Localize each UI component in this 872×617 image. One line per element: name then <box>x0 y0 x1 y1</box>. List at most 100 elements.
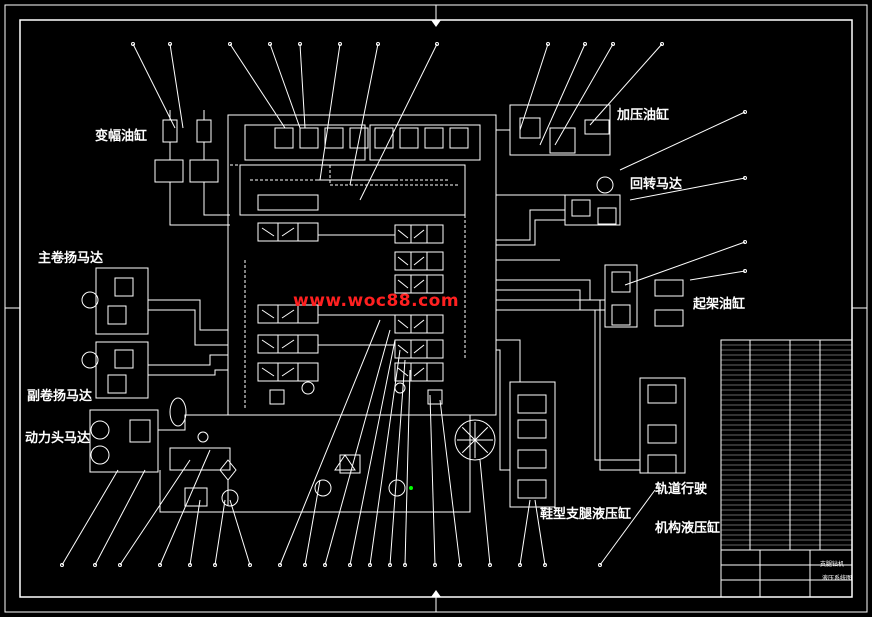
cylinder-body <box>654 309 684 327</box>
valve-arrow <box>413 344 425 354</box>
valve-arrow <box>261 227 275 237</box>
callout-dot <box>118 563 122 567</box>
brake-valve <box>114 277 134 297</box>
callout-dot <box>743 110 747 114</box>
watermark: www.woc88.com <box>293 291 460 311</box>
aux-winch-valve-group <box>95 341 149 399</box>
callout-leader <box>132 43 176 129</box>
callout-leader <box>229 499 251 566</box>
main-manifold <box>227 114 497 416</box>
callout-leader <box>369 349 401 566</box>
callout-leader <box>359 43 438 201</box>
pressure-gauge <box>197 431 209 443</box>
check-valve <box>269 389 285 405</box>
pipe-line <box>148 299 228 331</box>
valve-arrow <box>397 344 409 354</box>
rotary-spoke <box>474 439 489 454</box>
label-shoe-support-cylinder: 鞋型支腿液压缸 <box>540 507 632 522</box>
pressurizing-group <box>509 104 611 156</box>
label-crawler-travel-1: 轨道行驶 <box>655 482 708 497</box>
cylinder-valve <box>647 424 677 444</box>
callout-leader <box>169 43 184 129</box>
relief-group <box>369 124 481 161</box>
callout-dot <box>743 240 747 244</box>
cylinder <box>196 119 212 143</box>
pump-symbol <box>388 479 406 497</box>
aux-winch-motor-symbol <box>81 351 99 369</box>
valve-bank-frame <box>239 164 466 216</box>
main-winch-valve-group <box>95 267 149 335</box>
pressure-gauge <box>394 382 406 394</box>
pilot-line <box>230 164 460 186</box>
callout-dot <box>228 42 232 46</box>
cylinder-valve <box>517 449 547 469</box>
callout-leader <box>619 111 746 171</box>
power-head-motor-symbol <box>90 445 110 465</box>
directional-valve <box>394 314 444 334</box>
parts-list <box>720 339 853 598</box>
directional-valve <box>257 362 319 382</box>
relief-valve <box>449 127 469 149</box>
valve-arrow <box>397 256 409 266</box>
label-luffing-cylinder: 变幅油缸 <box>95 129 148 144</box>
valve-arrow <box>397 319 409 329</box>
callout-leader <box>189 499 201 566</box>
cylinder <box>584 119 610 135</box>
rotary-spoke <box>461 426 476 441</box>
pump-symbol <box>221 489 239 507</box>
directional-valve <box>257 304 319 324</box>
valve-arrow <box>281 227 295 237</box>
valve-arrow <box>413 256 425 266</box>
callout-dot <box>435 42 439 46</box>
pipe-line <box>203 182 230 216</box>
pipe-line <box>496 209 565 241</box>
callout-leader <box>389 359 406 566</box>
callout-dot <box>278 563 282 567</box>
relief-valve <box>274 127 294 149</box>
brake-valve <box>597 207 617 225</box>
pipe-line <box>496 349 510 471</box>
callout-leader <box>404 369 411 566</box>
label-slewing-motor: 回转马达 <box>630 177 683 192</box>
title-block-subtitle: 液压系统图 <box>822 575 853 582</box>
label-power-head-motor: 动力头马达 <box>25 431 91 446</box>
callout-dot <box>583 42 587 46</box>
valve-arrow <box>281 309 295 319</box>
callout-leader <box>554 43 614 146</box>
callout-leader <box>429 394 436 566</box>
callout-leader <box>539 43 586 146</box>
shoe-support-frame <box>509 381 556 508</box>
callout-leader <box>599 489 656 566</box>
pipe-line <box>169 182 230 226</box>
title-block-title: 支腿钻机 <box>820 561 845 568</box>
pipe-line <box>148 369 228 376</box>
relief-valve <box>299 127 319 149</box>
valve-arrow <box>261 309 275 319</box>
center-arrow <box>431 20 441 27</box>
valve-arrow <box>397 367 409 377</box>
accumulator <box>169 397 187 427</box>
label-auxiliary-winch-motor: 副卷扬马达 <box>27 389 93 404</box>
callout-leader <box>519 43 549 131</box>
callout-leader <box>629 177 746 201</box>
relief-valve <box>324 127 344 149</box>
pipe-line <box>158 414 228 431</box>
cylinder <box>162 119 178 143</box>
directional-valve <box>129 419 151 443</box>
accent-dot <box>409 486 413 490</box>
callout-leader <box>61 469 119 566</box>
pump-symbol <box>314 479 332 497</box>
relief-valve <box>424 127 444 149</box>
brake-valve <box>571 199 591 217</box>
pipe-line <box>148 354 228 366</box>
callout-leader <box>519 499 531 566</box>
cylinder-valve <box>517 394 547 414</box>
callout-leader <box>269 43 301 129</box>
valve <box>549 127 576 154</box>
pipe-line <box>496 219 565 246</box>
valve <box>189 159 219 183</box>
brake-valve <box>107 305 127 325</box>
callout-leader <box>299 43 306 129</box>
callout-leader <box>534 499 546 566</box>
pump-valve <box>184 487 208 507</box>
